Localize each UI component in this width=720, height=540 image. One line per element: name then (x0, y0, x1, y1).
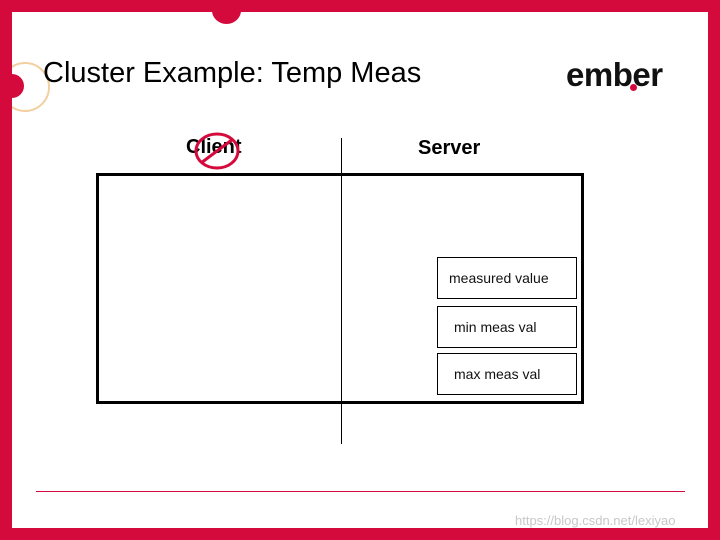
prohibited-icon (194, 132, 240, 170)
slide-title: Cluster Example: Temp Meas (43, 57, 422, 89)
decorative-half-circle-left (12, 74, 24, 98)
server-label: Server (418, 137, 481, 159)
watermark-text: https://blog.csdn.net/lexiyao (515, 513, 676, 528)
logo-accent-dot (630, 84, 637, 91)
attribute-max-meas-val: max meas val (437, 353, 577, 395)
footer-rule (36, 491, 685, 492)
client-server-divider (341, 138, 342, 444)
attribute-min-meas-val: min meas val (437, 306, 577, 348)
attribute-measured-value: measured value (437, 257, 577, 299)
decorative-circle-top (212, 12, 241, 24)
decorative-ring-left (12, 62, 50, 112)
slide: Cluster Example: Temp Meas ember Client … (12, 12, 708, 528)
ember-logo: ember (566, 56, 663, 93)
cluster-diagram-box (96, 173, 584, 404)
